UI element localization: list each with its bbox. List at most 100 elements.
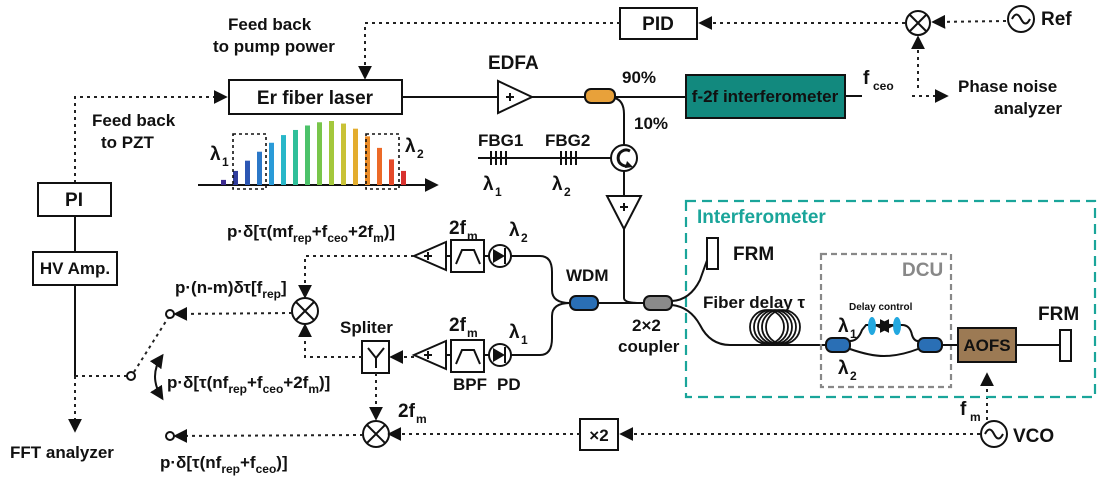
dcu-frame	[819, 252, 953, 389]
bpf-top-2fm-sub: m	[467, 229, 478, 243]
switch-contact-top	[165, 309, 175, 319]
spectrum-plot	[198, 121, 439, 192]
vco-source-icon	[980, 420, 1008, 448]
phase-noise-label-2: analyzer	[994, 99, 1062, 118]
spectrum-bar	[221, 179, 226, 185]
bpf-top-2fm: 2f	[449, 218, 467, 239]
er-laser-label: Er fiber laser	[257, 88, 374, 109]
dcu-lambda2: λ	[838, 358, 849, 379]
pi-label: PI	[65, 190, 83, 211]
vco-label: VCO	[1013, 426, 1054, 447]
fiber-coil-icon	[749, 309, 801, 345]
coupler-2x2-component	[643, 295, 673, 311]
er-fiber-laser-box	[228, 79, 403, 115]
dcu-lambda2-sub: 2	[850, 369, 857, 383]
dcu-lambda1-sub: 1	[850, 327, 857, 341]
spectrum-bar	[281, 135, 286, 185]
interferometer-label: Interferometer	[697, 207, 826, 228]
times2-label: ×2	[589, 426, 608, 445]
fceo-sub: ceo	[873, 79, 894, 93]
pd-bot-lambda: λ	[509, 322, 520, 343]
collimator-left	[868, 317, 876, 335]
frm-top-mirror	[706, 237, 719, 270]
wdm-component	[569, 295, 599, 311]
collimator-right	[893, 317, 901, 335]
amp-top-icon	[411, 240, 447, 272]
spectrum-bar	[269, 142, 274, 185]
ref-label: Ref	[1041, 9, 1072, 30]
preamp-icon	[605, 195, 643, 232]
circulator-icon	[610, 144, 638, 172]
f2f-label: f-2f interferometer	[692, 87, 839, 106]
spectrum-lambda1: λ	[210, 144, 221, 165]
spectrum-lambda1-sub: 1	[222, 155, 229, 169]
feedback-pump-label-1: Feed back	[228, 15, 312, 34]
spectrum-bar	[257, 151, 262, 185]
phase-noise-label-1: Phase noise	[958, 77, 1057, 96]
hv-amp-box	[32, 251, 118, 286]
fceo-label: f	[863, 68, 870, 89]
edfa-amplifier-icon	[497, 79, 535, 115]
pd-top-lambda: λ	[509, 220, 520, 241]
amp-bottom-icon	[411, 339, 447, 371]
spectrum-bar	[365, 136, 370, 185]
pd-bot-lambda-sub: 1	[521, 333, 528, 347]
ratio-10-label: 10%	[634, 114, 668, 133]
spectrum-bar	[293, 129, 298, 185]
feedback-pump-label-2: to pump power	[213, 37, 335, 56]
spectrum-bar	[245, 160, 250, 185]
feedback-pzt-label-1: Feed back	[92, 111, 176, 130]
bpf-label: BPF	[453, 375, 487, 394]
bpf-top-box	[450, 239, 485, 273]
fbg2-lambda: λ	[552, 174, 563, 195]
vco-fm-sub: m	[970, 410, 981, 424]
bpf-bottom-icon	[455, 349, 481, 365]
ratio-90-label: 90%	[622, 68, 656, 87]
fbg1-lambda-sub: 1	[495, 185, 502, 199]
spectrum-lambda2-sub: 2	[417, 147, 424, 161]
spectrum-bar	[377, 147, 382, 185]
spectrum-bar	[341, 123, 346, 185]
hv-amp-label: HV Amp.	[40, 259, 110, 278]
mixer-bottom-2fm-sub: m	[416, 412, 427, 426]
fbg1-label: FBG1	[478, 131, 523, 150]
switch-pivot	[126, 371, 136, 381]
spectrum-bar	[353, 128, 358, 185]
frm-right-mirror	[1059, 329, 1072, 362]
spectrum-bar	[329, 121, 334, 185]
frm-top-label: FRM	[733, 244, 774, 265]
fft-analyzer-label: FFT analyzer	[10, 443, 114, 462]
dcu-wdm-right	[917, 337, 943, 353]
spliter-icon	[367, 347, 385, 368]
spectrum-bar	[317, 122, 322, 185]
mixer-middle-icon	[291, 297, 319, 325]
eq3-text: p·δ[τ(nfrep+fceo+2fm)]	[167, 373, 330, 396]
fbg2-lambda-sub: 2	[564, 185, 571, 199]
fbg1-grating	[490, 151, 507, 165]
fbg2-grating	[560, 151, 577, 165]
pid-label: PID	[642, 14, 674, 35]
bpf-bottom-box	[450, 339, 485, 373]
bpf-bot-2fm-sub: m	[467, 326, 478, 340]
switch-contact-bottom	[165, 431, 175, 441]
f-2f-interferometer-box	[685, 74, 846, 119]
wdm-label: WDM	[566, 266, 608, 285]
spliter-label: Spliter	[340, 318, 393, 337]
vco-fm-label: f	[960, 399, 967, 420]
interferometer-frame	[684, 199, 1097, 399]
mixer-top-icon	[905, 10, 931, 36]
dcu-label: DCU	[902, 260, 943, 281]
delay-control-label: Delay control	[849, 302, 913, 313]
spectrum-lambda2: λ	[405, 136, 416, 157]
spectrum-bar	[305, 125, 310, 185]
ref-source-icon	[1007, 5, 1035, 33]
pd-top-icon	[488, 244, 512, 268]
fbg1-lambda: λ	[483, 174, 494, 195]
pd-label: PD	[497, 375, 521, 394]
coupler-label-1: 2×2	[632, 316, 661, 335]
spectrum-bar	[401, 170, 406, 185]
fiber-delay-label: Fiber delay τ	[703, 293, 805, 312]
spectrum-bar	[389, 159, 394, 185]
coupler-label-2: coupler	[618, 337, 680, 356]
